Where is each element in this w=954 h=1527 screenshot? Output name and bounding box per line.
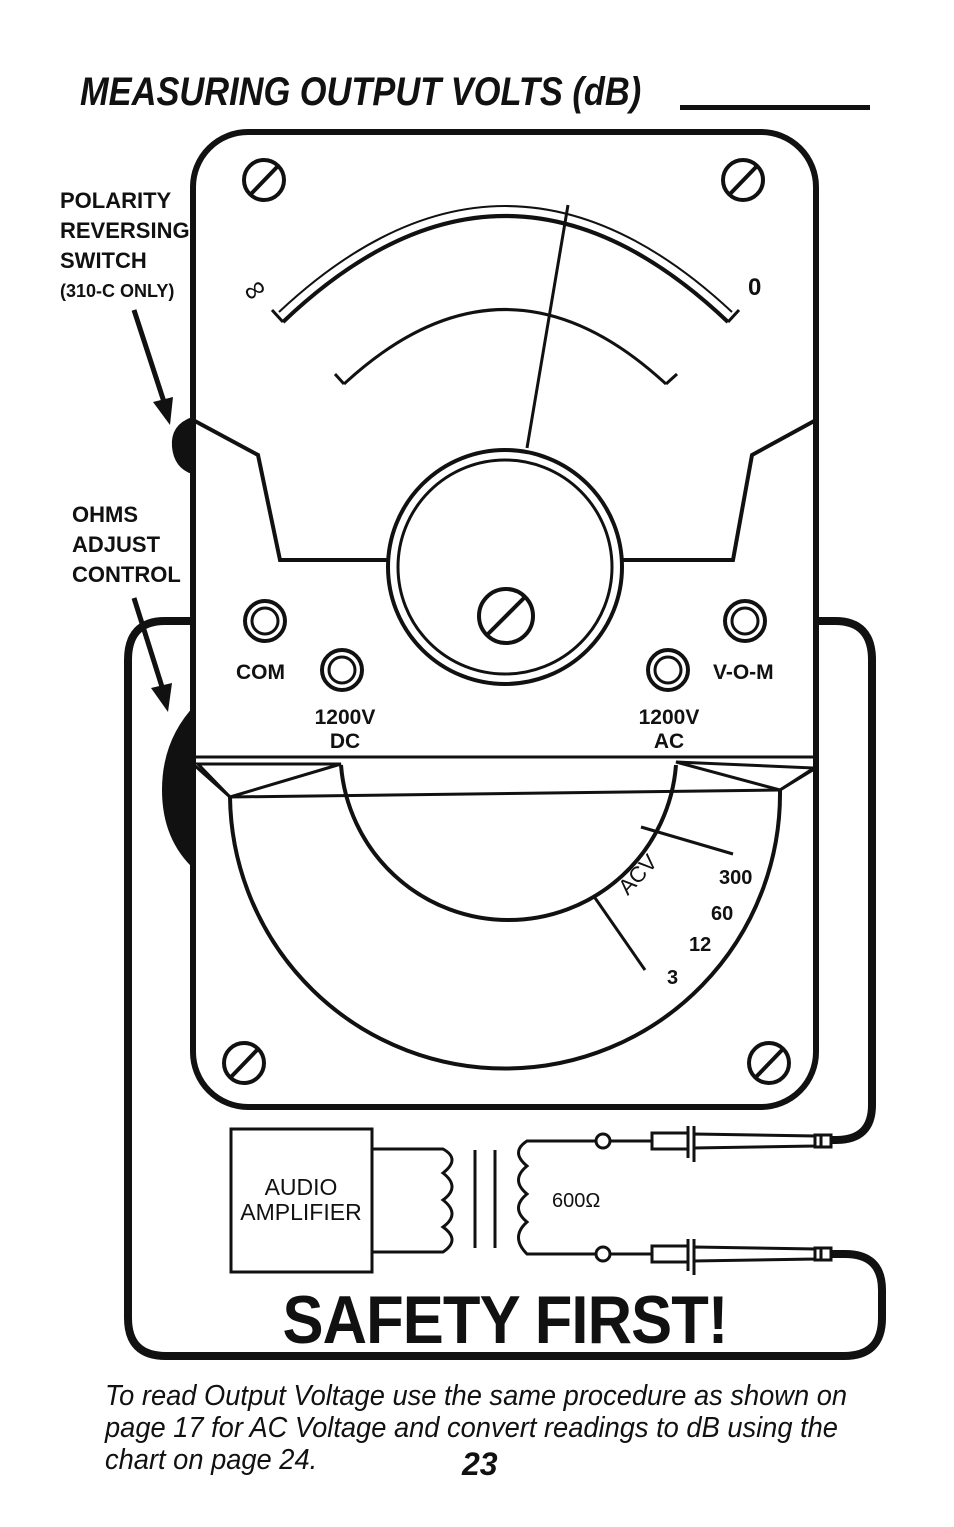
polarity-callout-line2: REVERSING: [60, 218, 190, 243]
polarity-callout-arrow-shaft: [131, 309, 168, 406]
range-300: 300: [719, 867, 752, 889]
screw-bottom-right: [747, 1041, 791, 1085]
screw-bottom-left: [222, 1041, 266, 1085]
audio-amplifier-label-line2: AMPLIFIER: [240, 1199, 361, 1225]
screw-top-right: [721, 158, 765, 202]
transformer-secondary-coil: [517, 1139, 596, 1256]
polarity-switch-knob: [171, 417, 192, 474]
title-rule: [680, 105, 870, 110]
com-jack: [243, 599, 287, 643]
scale-zero-label: 0: [748, 274, 761, 301]
output-terminal-top: [594, 1132, 612, 1150]
vom-jack-label: V-O-M: [713, 661, 774, 684]
ohms-callout-line3: CONTROL: [72, 562, 181, 587]
test-lead-wire: [124, 617, 886, 1360]
ohms-adjust-knob: [162, 705, 195, 870]
selector-left-wing: [194, 762, 342, 799]
probe-top: [610, 1126, 833, 1162]
meter-bezel: [192, 418, 817, 562]
meter-needle: [525, 204, 570, 449]
selector-inner-arc: [339, 764, 678, 922]
dc-jack-label-top: 1200V: [315, 706, 376, 729]
audio-amplifier-label-line1: AUDIO: [265, 1174, 338, 1200]
ohms-adjust-callout: OHMS ADJUST CONTROL: [72, 500, 181, 590]
vom-lead-wire: [765, 617, 876, 1144]
scale-arc-inner: [342, 308, 668, 386]
page-title: MEASURING OUTPUT VOLTS (dB): [80, 70, 642, 114]
polarity-callout-arrowhead: [153, 397, 173, 425]
selector-pointer-bar: [229, 788, 781, 799]
range-60: 60: [711, 903, 733, 925]
load-impedance-label: 600Ω: [552, 1190, 600, 1212]
range-12: 12: [689, 934, 711, 956]
audio-amplifier-box: [229, 1127, 374, 1274]
probe-bottom: [610, 1239, 833, 1275]
dc-jack-label-bottom: DC: [330, 730, 360, 753]
range-3: 3: [667, 967, 678, 989]
ohms-callout-arrow-shaft: [131, 597, 166, 691]
scale-arc-outer: [281, 214, 730, 324]
procedure-caption: To read Output Voltage use the same proc…: [105, 1380, 848, 1476]
polarity-callout-note: (310-C ONLY): [60, 281, 175, 301]
ohms-callout-line2: ADJUST: [72, 532, 161, 557]
ac-1200v-jack: [646, 648, 690, 692]
zero-adjust-inner-ring: [396, 458, 614, 676]
vom-jack: [723, 599, 767, 643]
com-jack-label: COM: [236, 661, 285, 684]
polarity-switch-callout: POLARITY REVERSING SWITCH (310-C ONLY): [60, 186, 190, 306]
safety-first-banner: SAFETY FIRST!: [283, 1282, 728, 1358]
page-number: 23: [462, 1446, 498, 1482]
dc-1200v-jack: [320, 648, 364, 692]
ohms-callout-arrowhead: [151, 683, 172, 712]
ohms-callout-line1: OHMS: [72, 502, 138, 527]
polarity-callout-line3: SWITCH: [60, 248, 147, 273]
transformer-primary-coil: [372, 1147, 454, 1254]
ac-jack-label-bottom: AC: [654, 730, 684, 753]
acv-range-mark-high: [640, 825, 734, 856]
selector-knob-outline: [228, 789, 783, 1071]
polarity-callout-line1: POLARITY: [60, 188, 172, 213]
scale-arc-outer-inner: [278, 205, 733, 313]
zero-adjust-screw: [477, 587, 535, 645]
ac-jack-label-top: 1200V: [639, 706, 700, 729]
screw-top-left: [242, 158, 286, 202]
acv-range-mark-low: [591, 894, 647, 971]
output-terminal-bottom: [594, 1245, 612, 1263]
